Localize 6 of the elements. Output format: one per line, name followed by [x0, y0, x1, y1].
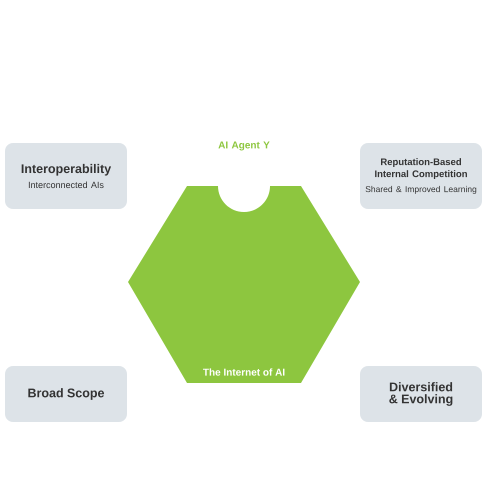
feature-box: Broad Scope [5, 366, 127, 422]
slot-label: AI Agent Y [218, 142, 270, 150]
feature-box: Interoperability Interconnected AIs [5, 143, 127, 209]
feature-box: Diversified & Evolving [360, 366, 482, 422]
hexagon: The Internet of AI [128, 186, 360, 383]
feature-box: Reputation-Based Internal Competition Shared & Improved Learning [360, 143, 482, 209]
